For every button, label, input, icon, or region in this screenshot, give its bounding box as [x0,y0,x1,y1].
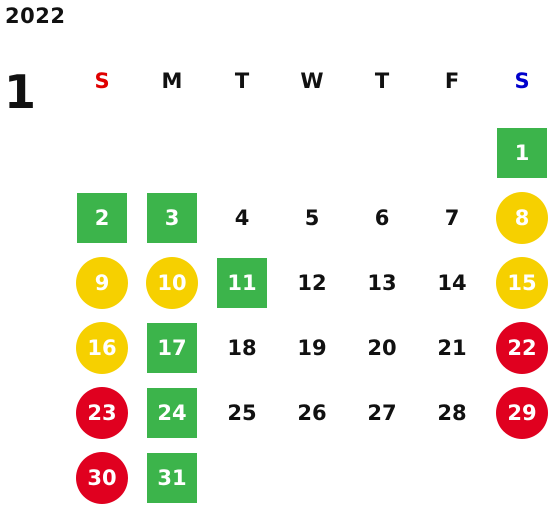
day-number-red-circle: 30 [76,451,128,504]
day-cell[interactable]: 12 [277,250,347,315]
day-cell[interactable]: 10 [137,250,207,315]
day-number: 25 [227,400,257,425]
day-cell[interactable]: 25 [207,380,277,445]
day-number-red-circle: 29 [496,386,548,439]
day-cell[interactable]: 16 [67,315,137,380]
day-number: 14 [437,270,467,295]
day-number-green-square: 3 [147,192,197,243]
day-cell[interactable]: 19 [277,315,347,380]
day-cell[interactable]: 31 [137,445,207,510]
day-cell[interactable]: 7 [417,185,487,250]
day-cell[interactable]: 27 [347,380,417,445]
weekday-header: S [94,69,110,93]
weekday-header: F [444,69,460,93]
day-cell[interactable]: 29 [487,380,548,445]
day-number-yellow-circle: 16 [76,321,128,374]
day-cell[interactable]: 11 [207,250,277,315]
day-cell[interactable]: 4 [207,185,277,250]
day-number: 28 [437,400,467,425]
day-cell[interactable]: 3 [137,185,207,250]
day-number: 7 [444,205,460,230]
day-number-green-square: 11 [217,257,267,308]
day-number-green-square: 1 [497,127,547,178]
day-cell[interactable]: 14 [417,250,487,315]
weekday-header: T [374,69,390,93]
day-cell[interactable]: 8 [487,185,548,250]
day-cell[interactable]: 9 [67,250,137,315]
day-number-green-square: 2 [77,192,127,243]
day-number: 27 [367,400,397,425]
day-number: 18 [227,335,257,360]
day-number: 13 [367,270,397,295]
day-number-yellow-circle: 8 [496,191,548,244]
day-cell[interactable]: 1 [487,120,548,185]
day-number-green-square: 24 [147,387,197,438]
day-number-yellow-circle: 10 [146,256,198,309]
weekday-header: W [300,69,324,93]
day-cell[interactable]: 22 [487,315,548,380]
day-cell[interactable]: 26 [277,380,347,445]
day-cell[interactable]: 17 [137,315,207,380]
day-cell[interactable]: 23 [67,380,137,445]
weekday-header: T [234,69,250,93]
day-cell[interactable]: 18 [207,315,277,380]
day-cell[interactable]: 6 [347,185,417,250]
day-cell[interactable]: 2 [67,185,137,250]
day-number: 20 [367,335,397,360]
day-number-green-square: 17 [147,322,197,373]
day-number-red-circle: 22 [496,321,548,374]
day-number: 12 [297,270,327,295]
day-number: 4 [234,205,250,230]
day-number-yellow-circle: 15 [496,256,548,309]
day-number: 5 [304,205,320,230]
day-number-red-circle: 23 [76,386,128,439]
day-number: 19 [297,335,327,360]
day-cell[interactable]: 21 [417,315,487,380]
day-number-yellow-circle: 9 [76,256,128,309]
day-number: 26 [297,400,327,425]
day-number: 6 [374,205,390,230]
day-cell[interactable]: 13 [347,250,417,315]
day-cell[interactable]: 15 [487,250,548,315]
day-cell[interactable]: 5 [277,185,347,250]
weekday-header: S [514,69,530,93]
day-number-green-square: 31 [147,452,197,503]
day-cell[interactable]: 24 [137,380,207,445]
day-cell[interactable]: 28 [417,380,487,445]
day-number: 21 [437,335,467,360]
calendar-month: 1 [4,65,37,119]
day-cell[interactable]: 20 [347,315,417,380]
calendar-year: 2022 [5,4,66,28]
weekday-header: M [161,69,183,93]
day-cell[interactable]: 30 [67,445,137,510]
